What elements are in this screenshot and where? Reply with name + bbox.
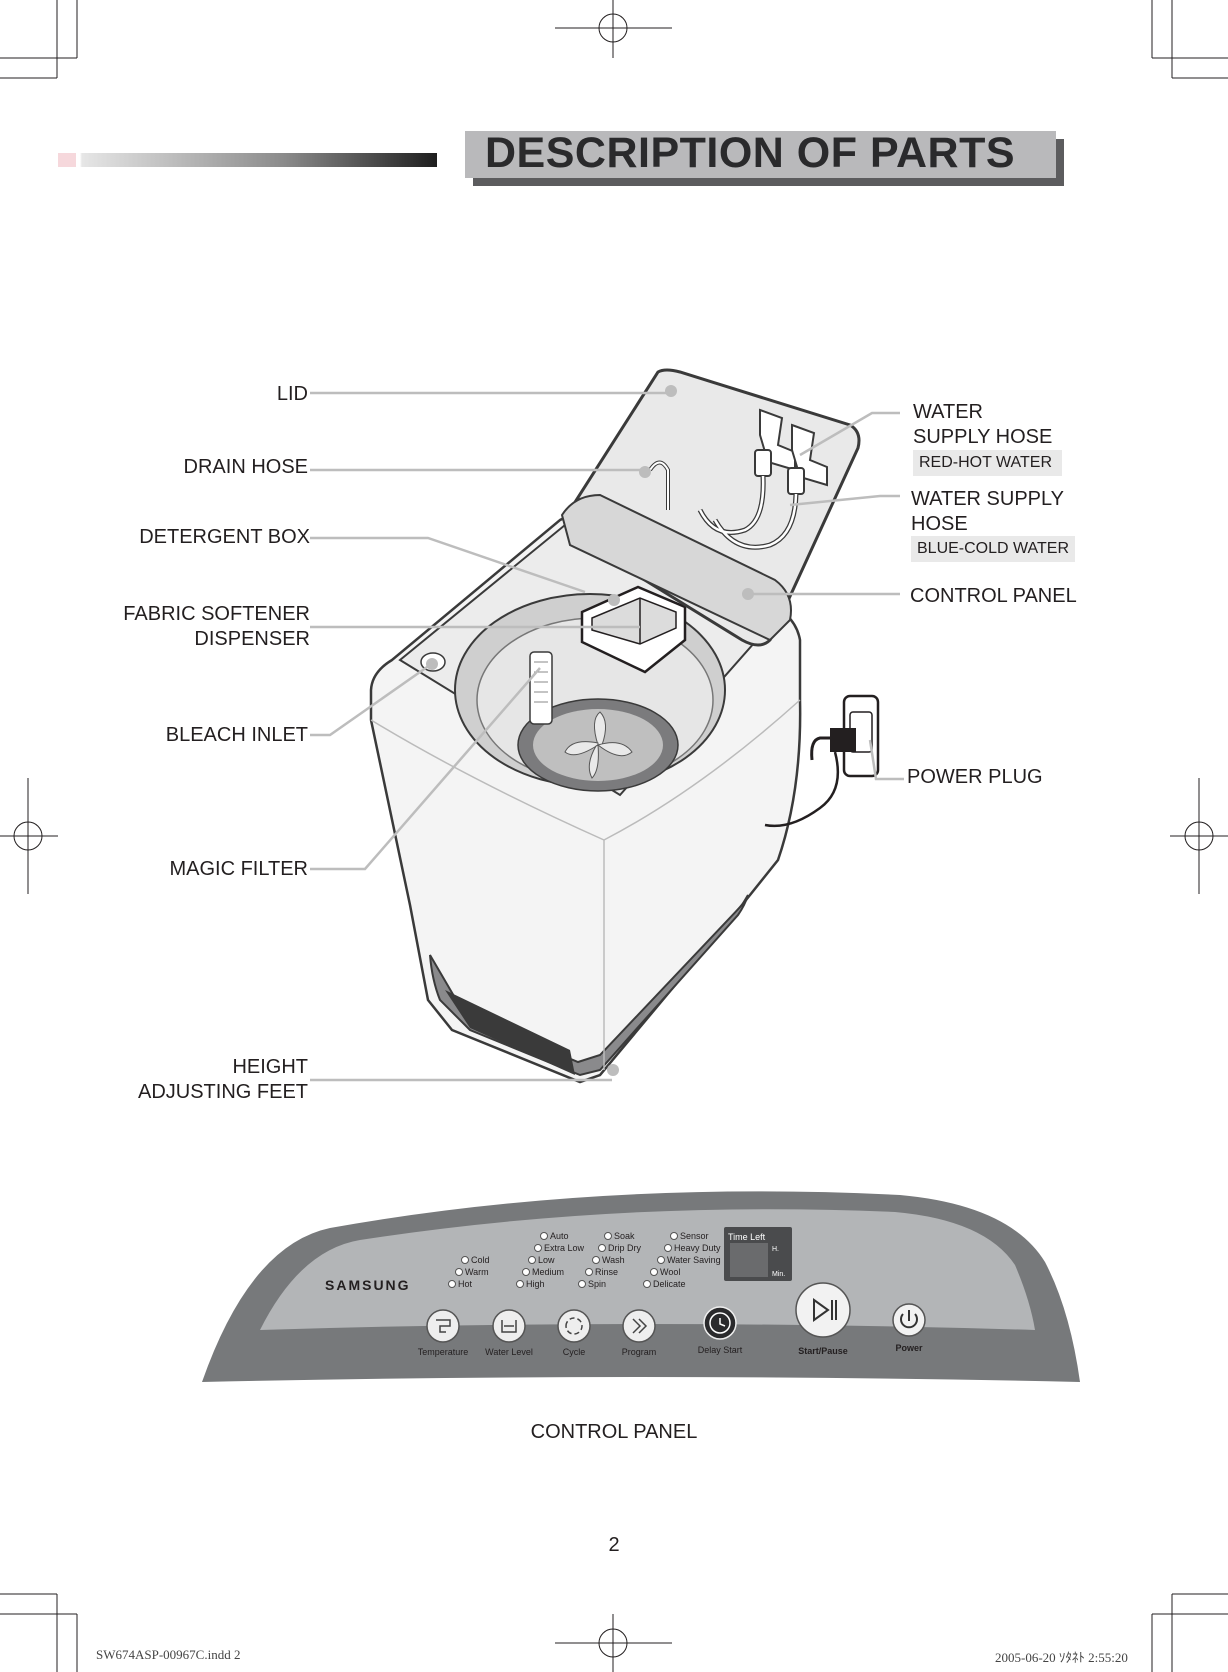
play-pause-icon [813, 1298, 837, 1322]
temp-option-0: Cold [471, 1255, 490, 1265]
display-title: Time Left [728, 1232, 766, 1242]
program-option-1: Heavy Duty [674, 1243, 721, 1253]
label-cold-water-supply-hose: WATER SUPPLY HOSE [911, 487, 1064, 537]
program-option-4: Delicate [653, 1279, 686, 1289]
magic-filter [529, 651, 553, 725]
cycle-option-1: Drip Dry [608, 1243, 641, 1253]
water-option-1: Extra Low [544, 1243, 585, 1253]
water-taps [754, 408, 828, 495]
label-cold-hose-line1: WATER SUPPLY [911, 488, 1064, 510]
label-control-panel: CONTROL PANEL [910, 585, 1077, 607]
lid-window [560, 493, 792, 642]
panel-buttons [426, 1282, 926, 1343]
brand-logo: SAMSUNG [325, 1277, 411, 1293]
footer-timestamp: 2005-06-20 ｿﾀﾈﾄ 2:55:20 [995, 1650, 1128, 1665]
label-hot-hose-line1: WATER [913, 401, 983, 423]
label-detergent-box: DETERGENT BOX [139, 526, 310, 548]
label-hot-water-supply-hose: WATER SUPPLY HOSE [913, 400, 1052, 450]
water-option-2: Low [538, 1255, 555, 1265]
water-level-icon [501, 1320, 517, 1333]
clock-icon [709, 1312, 731, 1334]
start-pause-button-label: Start/Pause [798, 1346, 848, 1356]
program-option-2: Water Saving [667, 1255, 721, 1265]
temperature-button-label: Temperature [418, 1347, 469, 1357]
program-option-3: Wool [660, 1267, 680, 1277]
control-panel-caption: CONTROL PANEL [530, 1421, 698, 1443]
base-slot [445, 990, 575, 1075]
label-cold-hose-line2: HOSE [911, 513, 968, 535]
label-magic-filter: MAGIC FILTER [169, 858, 308, 880]
title-box [465, 131, 1056, 178]
cabinet-base [429, 894, 749, 1077]
display-hours: H. [772, 1246, 779, 1253]
temp-option-1: Warm [465, 1267, 489, 1277]
program-option-0: Sensor [680, 1231, 709, 1241]
title-gradient-bar [58, 153, 437, 167]
label-power-plug: POWER PLUG [907, 766, 1043, 788]
power-icon [900, 1310, 918, 1329]
label-lid: LID [276, 383, 308, 405]
temp-option-2: Hot [458, 1279, 473, 1289]
delay-start-button-label: Delay Start [698, 1345, 743, 1355]
label-height-line1: HEIGHT [232, 1056, 308, 1078]
label-bleach-inlet: BLEACH INLET [165, 724, 308, 746]
label-hot-hose-line2: SUPPLY HOSE [913, 426, 1053, 448]
program-icon [632, 1318, 648, 1334]
cycle-button-label: Cycle [563, 1347, 586, 1357]
power-cord [764, 751, 840, 828]
cycle-option-0: Soak [614, 1231, 635, 1241]
program-button-label: Program [622, 1347, 657, 1357]
tag-red-hot-water: RED-HOT WATER [913, 450, 1062, 476]
water-level-button-label: Water Level [485, 1347, 533, 1357]
water-option-3: Medium [532, 1267, 564, 1277]
footer-filename: SW674ASP-00967C.indd 2 [96, 1647, 241, 1662]
leader-dots [426, 385, 754, 1076]
label-fabric-softener-line2: DISPENSER [194, 628, 310, 650]
display-minutes: Min. [772, 1271, 785, 1278]
page-number: 2 [608, 1534, 620, 1556]
power-plug [830, 728, 856, 752]
cycle-icon [565, 1317, 583, 1335]
power-button-label: Power [895, 1343, 923, 1353]
leader-lines [310, 391, 904, 1082]
page-title: DESCRIPTION OF PARTS [485, 129, 1016, 177]
tag-blue-cold-water: BLUE-COLD WATER [911, 536, 1075, 562]
cycle-option-4: Spin [588, 1279, 606, 1289]
water-option-4: High [526, 1279, 545, 1289]
water-option-0: Auto [550, 1231, 569, 1241]
cycle-option-3: Rinse [595, 1267, 618, 1277]
label-height-adjusting-feet: HEIGHT ADJUSTING FEET [60, 1055, 308, 1105]
indicator-dots [448, 1232, 678, 1288]
temperature-icon [436, 1319, 451, 1333]
cycle-option-2: Wash [602, 1255, 625, 1265]
label-fabric-softener-line1: FABRIC SOFTENER [123, 603, 310, 625]
pulsator-vanes [564, 711, 633, 779]
label-height-line2: ADJUSTING FEET [137, 1081, 308, 1103]
label-drain-hose: DRAIN HOSE [183, 456, 308, 478]
label-fabric-softener-dispenser: FABRIC SOFTENER DISPENSER [60, 602, 310, 652]
